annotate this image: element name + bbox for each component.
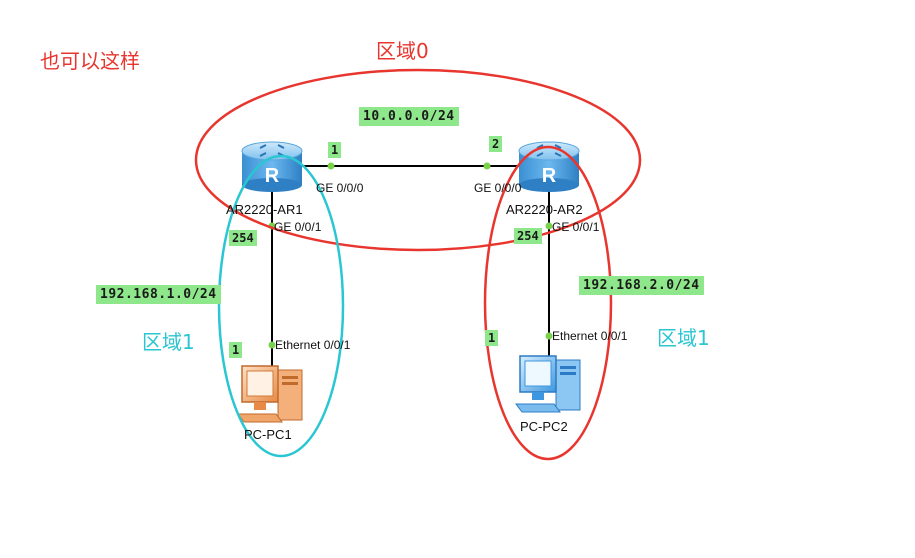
port-dot-ar2-ge000 [483, 162, 491, 170]
pc-icon[interactable] [515, 355, 581, 413]
network-label-lan2: 192.168.2.0/24 [579, 276, 704, 295]
host-id-ar1-lan: 254 [229, 230, 257, 246]
port-label-pc2-eth: Ethernet 0/0/1 [552, 329, 628, 343]
port-label-pc1-eth: Ethernet 0/0/1 [275, 338, 351, 352]
port-dot-ar1-ge000 [327, 162, 335, 170]
host-id-pc2: 1 [485, 330, 499, 346]
router-icon[interactable]: R [241, 141, 303, 192]
pc-icon[interactable] [237, 365, 303, 423]
area0-outline [194, 68, 642, 252]
host-id-ar2-backbone: 2 [489, 136, 503, 152]
area1-right-label: 区域1 [657, 326, 710, 350]
host-id-ar1-backbone: 1 [328, 142, 342, 158]
port-label-ar2-ge001: GE 0/0/1 [552, 220, 600, 234]
area1-left-label: 区域1 [142, 330, 195, 354]
area1-right-outline [483, 145, 613, 461]
annotation-note: 也可以这样 [40, 49, 140, 73]
device-name-pc1: PC-PC1 [244, 427, 292, 442]
device-name-ar1: AR2220-AR1 [226, 202, 303, 217]
port-label-ar2-ge000: GE 0/0/0 [474, 181, 522, 195]
router-icon[interactable]: R [518, 141, 580, 192]
device-name-ar2: AR2220-AR2 [506, 202, 583, 217]
device-name-pc2: PC-PC2 [520, 419, 568, 434]
svg-text:R: R [542, 165, 557, 187]
port-dot-pc2-eth [545, 332, 553, 340]
network-label-backbone: 10.0.0.0/24 [359, 107, 459, 126]
host-id-pc1: 1 [229, 342, 243, 358]
port-dot-ar2-ge001 [545, 222, 553, 230]
port-dot-pc1-eth [268, 341, 276, 349]
port-label-ar1-ge001: GE 0/0/1 [274, 220, 322, 234]
area1-left-outline [217, 154, 345, 458]
area0-label: 区域0 [376, 39, 429, 63]
svg-text:R: R [265, 165, 280, 187]
host-id-ar2-lan: 254 [514, 228, 542, 244]
port-label-ar1-ge000: GE 0/0/0 [316, 181, 364, 195]
network-label-lan1: 192.168.1.0/24 [96, 285, 221, 304]
